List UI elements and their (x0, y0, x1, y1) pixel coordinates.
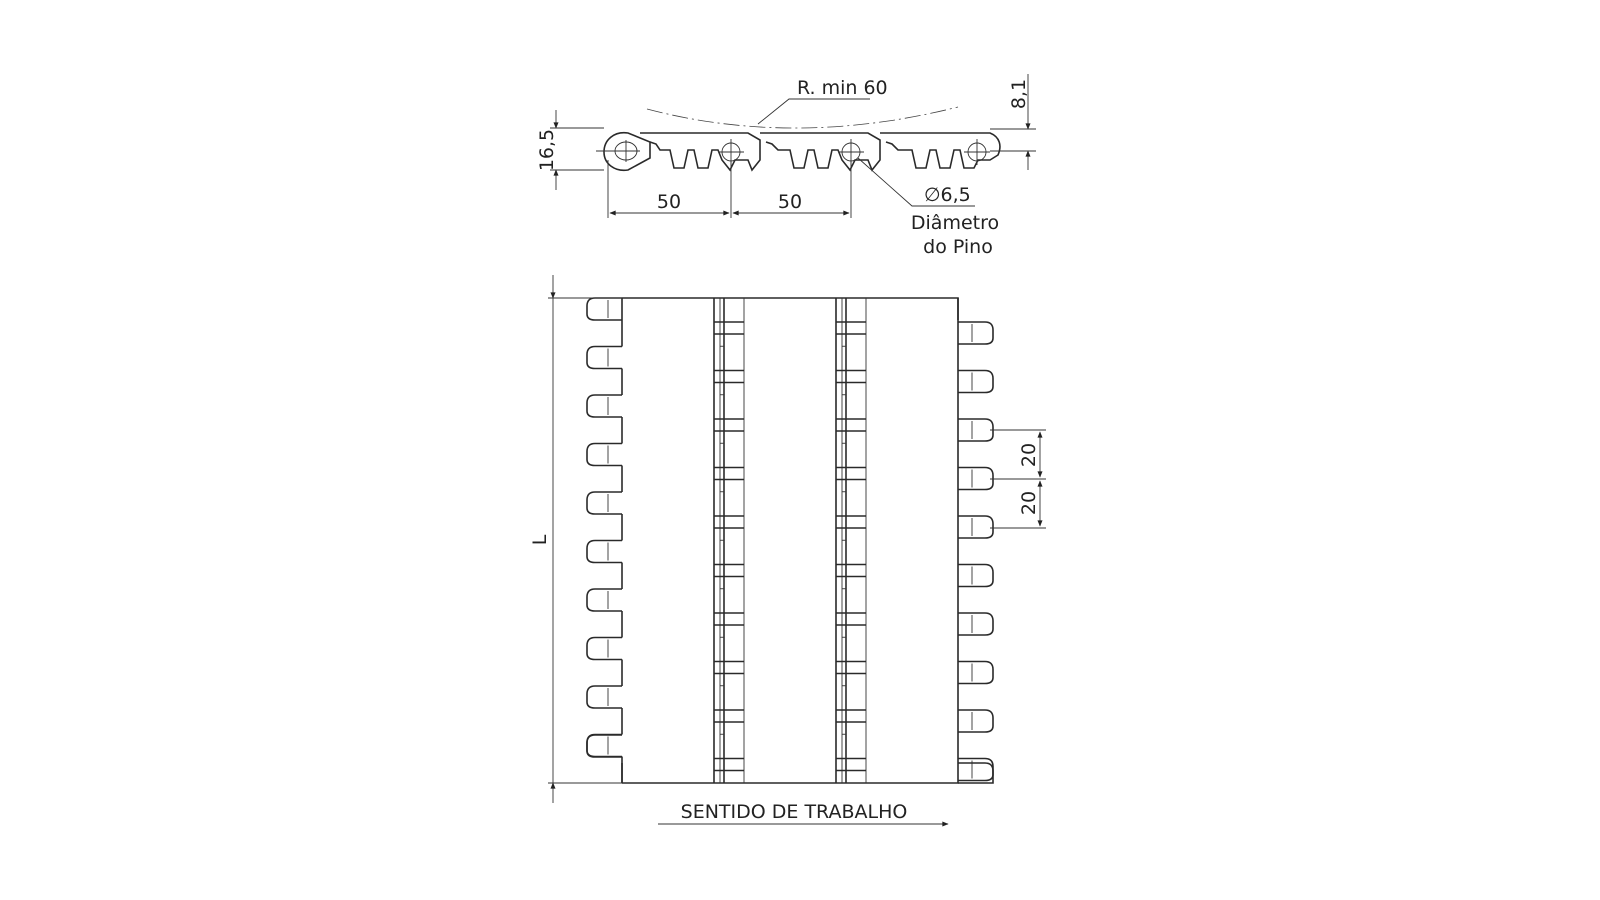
finger-right (958, 563, 994, 588)
pin-leader (857, 157, 975, 207)
pin-caption-line1: Diâmetro (911, 212, 999, 234)
min-radius-arc (646, 106, 959, 129)
spacing-label-2: 20 (1018, 491, 1040, 515)
finger-left (586, 297, 622, 321)
finger-left (586, 588, 622, 612)
pitch-label-1: 50 (657, 191, 681, 213)
direction-label: SENTIDO DE TRABALHO (681, 801, 908, 823)
finger-right (958, 321, 994, 345)
finger-left (586, 491, 622, 515)
radius-label: R. min 60 (797, 77, 888, 99)
finger-right (958, 660, 994, 685)
finger-right (958, 709, 994, 733)
fingers-left (586, 297, 623, 783)
finger-left (586, 442, 622, 467)
belt-body-outline (622, 297, 959, 784)
pin-diameter-label: ∅6,5 (924, 184, 971, 206)
finger-left (586, 685, 622, 709)
finger-left (586, 733, 622, 758)
hinge-column-1 (713, 298, 745, 783)
finger-right (958, 612, 994, 636)
finger-right (958, 757, 994, 782)
height-label: 16,5 (536, 129, 558, 171)
finger-right (958, 515, 994, 539)
hinge-column-2 (835, 298, 867, 783)
finger-right (958, 418, 994, 442)
finger-left (586, 345, 622, 370)
finger-left (586, 539, 622, 564)
pitch-label-2: 50 (778, 191, 802, 213)
side-view: R. min 60 16,5 8,1 (536, 74, 1036, 258)
length-label: L (529, 534, 551, 545)
fingers-right (958, 321, 994, 784)
top-view: L 20 20 SENTIDO DE TRABALHO (529, 275, 1046, 827)
finger-left (586, 636, 622, 661)
thickness-label: 8,1 (1008, 79, 1030, 109)
belt-profile (596, 131, 1001, 172)
finger-left (586, 394, 622, 418)
finger-right (958, 369, 994, 394)
pin-caption-line2: do Pino (923, 236, 993, 258)
spacing-label-1: 20 (1018, 443, 1040, 467)
finger-right (958, 466, 994, 491)
radius-leader (757, 98, 870, 125)
